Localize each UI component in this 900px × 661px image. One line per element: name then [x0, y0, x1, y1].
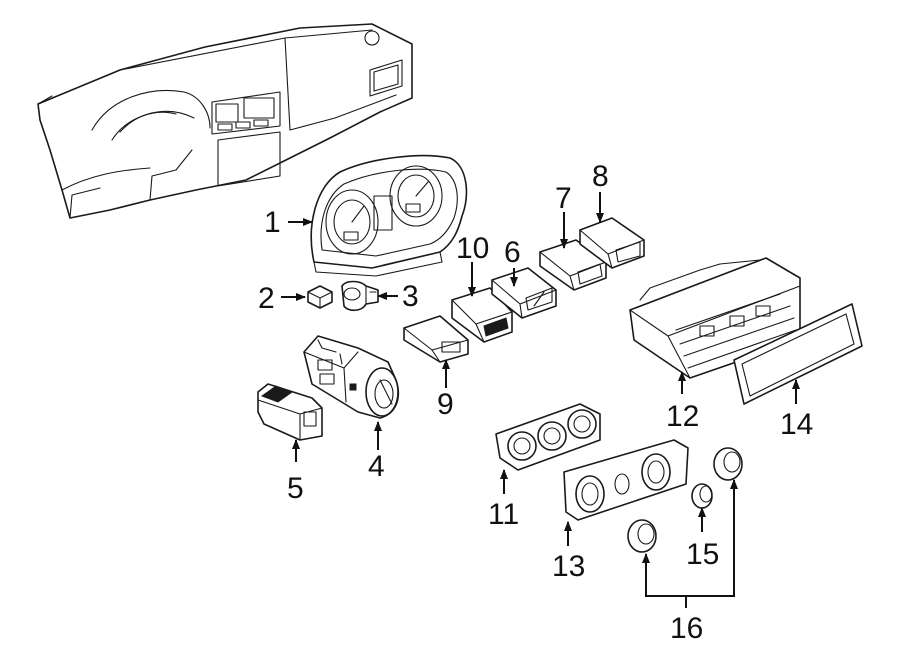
- leader-lines: [281, 192, 800, 608]
- callout-5: 5: [287, 472, 304, 505]
- callout-11: 11: [488, 498, 519, 531]
- control-panel-13: [563, 439, 689, 521]
- switch-6: [491, 267, 557, 319]
- lamp-socket: [341, 280, 379, 312]
- knob-16b: [627, 519, 657, 553]
- switch-10: [451, 287, 513, 343]
- climate-control-panel-11: [495, 403, 601, 471]
- switch-7: [539, 239, 607, 291]
- callout-9: 9: [437, 388, 454, 421]
- callout-14: 14: [780, 408, 813, 441]
- headlamp-switch: [303, 335, 400, 419]
- trim-bezel-14: [733, 303, 863, 405]
- callout-15: 15: [686, 538, 719, 571]
- knob-16a: [713, 447, 743, 481]
- clip: [307, 285, 333, 309]
- callout-8: 8: [592, 160, 609, 193]
- switch-small: [257, 383, 323, 441]
- callout-10: 10: [456, 232, 489, 265]
- callout-1: 1: [264, 206, 281, 239]
- dashboard-outline: [37, 23, 413, 219]
- callout-4: 4: [368, 450, 385, 483]
- callout-13: 13: [552, 550, 585, 583]
- instrument-cluster: [310, 154, 468, 277]
- knob-15: [691, 483, 713, 509]
- callout-2: 2: [258, 282, 275, 315]
- callout-16: 16: [670, 612, 703, 645]
- switch-9: [403, 315, 469, 363]
- callout-7: 7: [555, 182, 572, 215]
- callout-12: 12: [666, 400, 699, 433]
- switch-8: [579, 217, 645, 269]
- callout-3: 3: [402, 280, 419, 313]
- callout-6: 6: [504, 236, 521, 269]
